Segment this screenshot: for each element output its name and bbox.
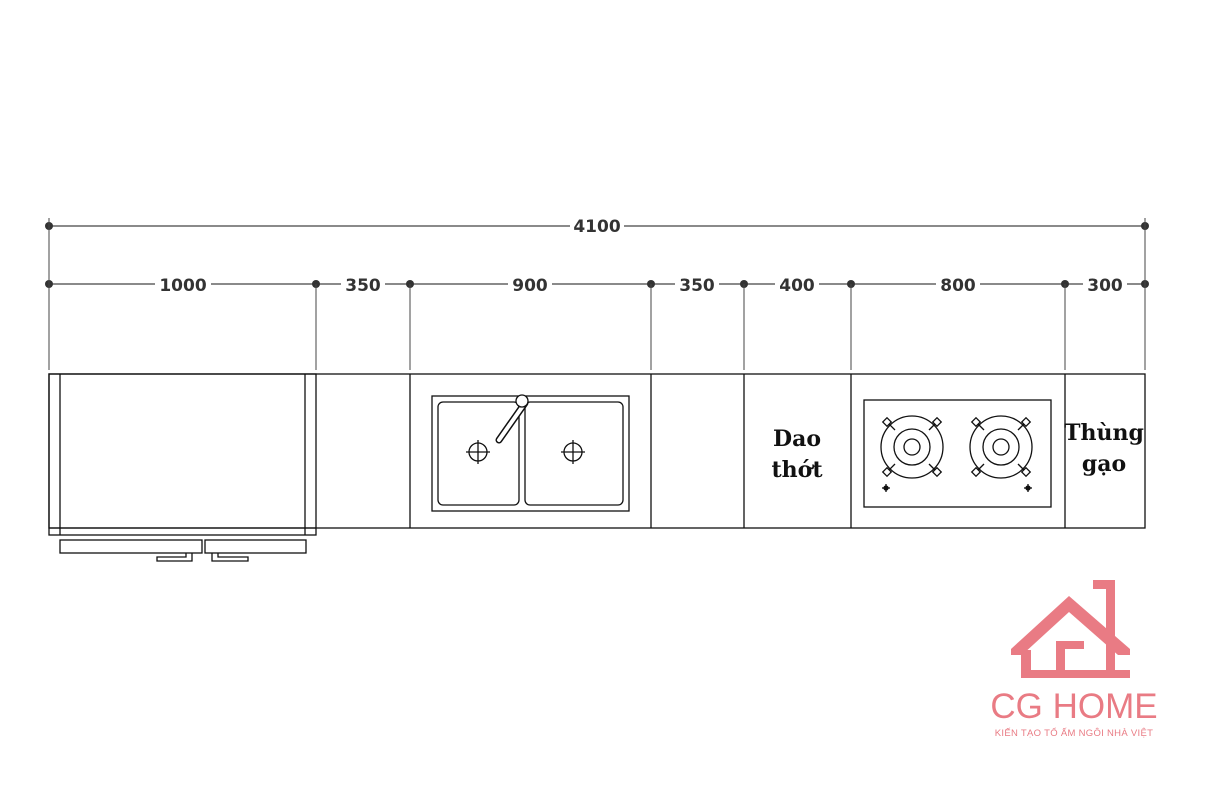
- rice-bin-zone: Thùng gạo: [1064, 420, 1144, 477]
- stove-knob-left-icon: [882, 484, 890, 492]
- cutting-board-label-line2: thớt: [772, 457, 824, 483]
- sink-basin-left: [437, 401, 520, 506]
- segment-label-prep-1: 350: [345, 276, 381, 296]
- stove-frame: [863, 399, 1052, 508]
- faucet-icon: [495, 394, 529, 444]
- segment-dimensions: 1000 350 900 350 400 800 300: [45, 274, 1149, 296]
- segment-label-sink-cabinet: 1000: [159, 276, 206, 296]
- sink-basin-right: [524, 401, 624, 506]
- brand-name: CG HOME: [990, 687, 1157, 726]
- drawer-handle-right: [211, 553, 249, 562]
- burner-right-icon: [969, 415, 1033, 479]
- left-cabinet: [48, 373, 317, 562]
- drawer-handle-left: [156, 553, 193, 562]
- rice-bin-label-line1: Thùng: [1064, 420, 1144, 446]
- total-dimension-label: 4100: [573, 217, 620, 237]
- cutting-board-zone: Dao thớt: [772, 426, 824, 483]
- double-sink: [431, 394, 630, 512]
- total-dimension: 4100: [45, 215, 1149, 237]
- segment-label-sink: 900: [512, 276, 548, 296]
- house-logo-icon: [1011, 580, 1130, 678]
- cabinet-drawer-right: [204, 539, 307, 554]
- segment-label-rice-bin: 300: [1087, 276, 1123, 296]
- segment-label-prep-2: 350: [679, 276, 715, 296]
- cabinet-drawer-left: [59, 539, 203, 554]
- brand-tagline: KIẾN TẠO TỔ ẤM NGÔI NHÀ VIỆT: [995, 727, 1154, 739]
- burner-left-icon: [880, 415, 944, 479]
- cutting-board-label-line1: Dao: [773, 426, 821, 452]
- segment-label-cutting-board: 400: [779, 276, 815, 296]
- stove-knob-right-icon: [1024, 484, 1032, 492]
- sink-frame: [431, 395, 630, 512]
- cg-home-logo: CG HOME KIẾN TẠO TỔ ẤM NGÔI NHÀ VIỆT: [990, 580, 1158, 739]
- cabinet-outer: [48, 373, 317, 536]
- extension-lines: [48, 218, 1146, 370]
- segment-label-stove: 800: [940, 276, 976, 296]
- gas-stove: [863, 399, 1052, 508]
- rice-bin-label-line2: gạo: [1082, 451, 1126, 477]
